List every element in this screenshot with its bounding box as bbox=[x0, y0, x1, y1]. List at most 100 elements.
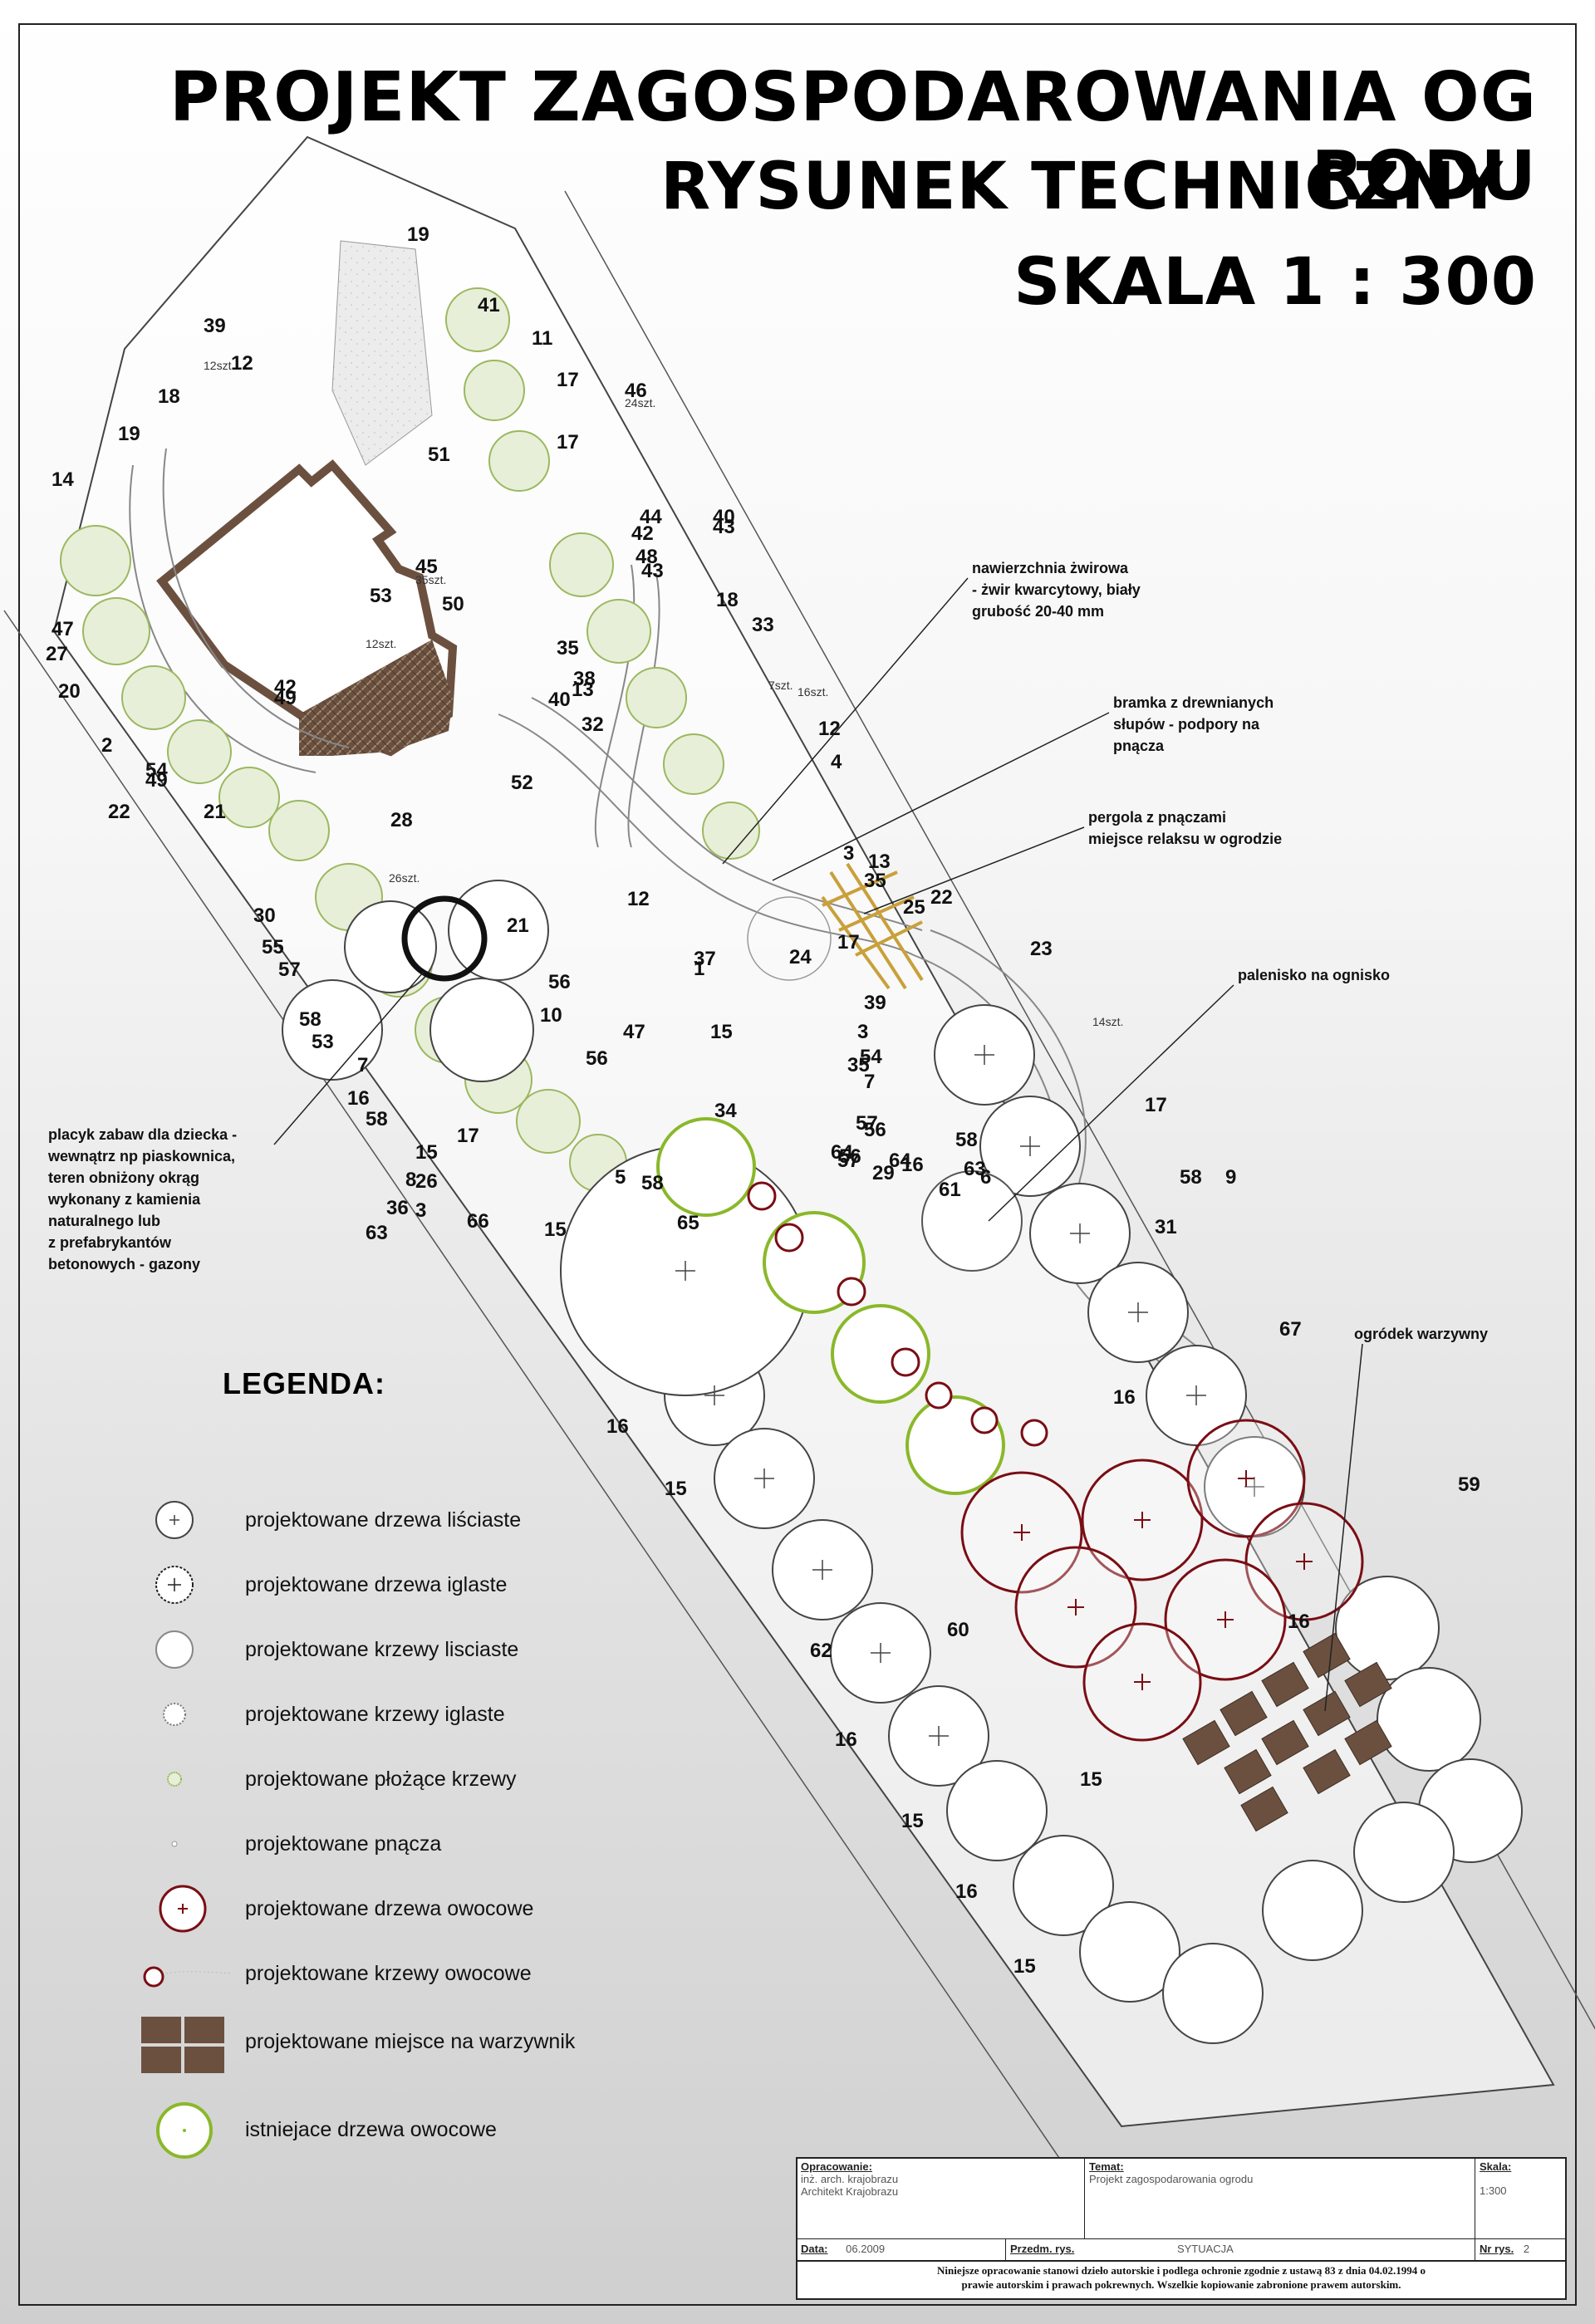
existing-fruit-tree-icon bbox=[156, 2102, 213, 2159]
conifer-tree-icon bbox=[155, 1566, 194, 1604]
plant-number-label: 51 bbox=[428, 444, 450, 466]
svg-text:palenisko na ognisko: palenisko na ognisko bbox=[1238, 967, 1390, 983]
plant-number-label: 36 bbox=[386, 1197, 409, 1219]
svg-text:- żwir kwarcytowy, biały: - żwir kwarcytowy, biały bbox=[972, 581, 1141, 598]
deciduous-shrub-icon bbox=[155, 1630, 194, 1669]
plant-number-label: 15 bbox=[1013, 1955, 1036, 1978]
drawing-title: PROJEKT ZAGOSPODAROWANIA OG RODU bbox=[169, 58, 1537, 216]
plant-number-label: 58 bbox=[366, 1108, 388, 1130]
drawing-frame bbox=[18, 23, 1577, 2306]
plant-number-label: 12szt. bbox=[366, 637, 396, 650]
annotation-vegetables: ogródek warzywny bbox=[1324, 1326, 1488, 1712]
plant-number-label: 27 bbox=[46, 643, 68, 665]
date: Data: 06.2009 bbox=[801, 2243, 886, 2255]
plant-number-label: 17 bbox=[457, 1125, 479, 1147]
legend-item-conifer-tree: projektowane drzewa iglaste bbox=[133, 1560, 714, 1610]
plant-number-label: 55 bbox=[262, 936, 284, 959]
plant-number-label: 6 bbox=[980, 1166, 991, 1189]
fruit-shrub-icon bbox=[143, 1966, 233, 1988]
plant-number-label: 2 bbox=[101, 734, 112, 757]
plant-number-label: 62 bbox=[810, 1640, 832, 1662]
plant-number-label: 19 bbox=[407, 223, 429, 246]
plant-number-label: 14 bbox=[52, 468, 74, 491]
plant-number-label: 54 bbox=[145, 759, 168, 782]
plant-number-label: 47 bbox=[52, 618, 74, 640]
plant-number-label: 31 bbox=[1155, 1216, 1177, 1238]
plant-number-label: 44 bbox=[640, 506, 662, 528]
plant-number-label: 35 bbox=[847, 1054, 870, 1076]
title-block: Opracowanie: inż. arch. krajobrazu Archi… bbox=[796, 2157, 1567, 2300]
plant-number-label: 59 bbox=[1458, 1473, 1480, 1496]
svg-text:pergola z pnączami: pergola z pnączami bbox=[1088, 809, 1226, 826]
annotation-firepit: palenisko na ognisko bbox=[988, 967, 1390, 1222]
svg-text:słupów - podpory na: słupów - podpory na bbox=[1113, 716, 1260, 733]
scale: Skala: 1:300 bbox=[1480, 2160, 1512, 2197]
plant-number-label: 23 bbox=[1030, 938, 1053, 960]
drawing-subject: Przedm. rys. SYTUACJA bbox=[1010, 2243, 1234, 2255]
plant-number-label: 66 bbox=[467, 1210, 489, 1233]
plant-number-label: 67 bbox=[1279, 1318, 1302, 1341]
plant-number-label: 64 bbox=[831, 1141, 853, 1164]
legend-item-conifer-shrub: projektowane krzewy iglaste bbox=[133, 1689, 714, 1739]
svg-text:betonowych - gazony: betonowych - gazony bbox=[48, 1256, 200, 1272]
svg-text:wewnątrz np piaskownica,: wewnątrz np piaskownica, bbox=[47, 1148, 235, 1164]
plant-number-label: 16 bbox=[901, 1154, 924, 1176]
plant-number-label: 16 bbox=[606, 1415, 629, 1438]
legend-title: LEGENDA: bbox=[223, 1366, 385, 1400]
plant-number-label: 3 bbox=[843, 842, 854, 865]
svg-text:pnącza: pnącza bbox=[1113, 738, 1165, 754]
plant-number-label: 43 bbox=[641, 560, 664, 582]
plant-number-label: 12szt. bbox=[204, 359, 234, 372]
creeping-shrub-icon bbox=[167, 1772, 182, 1787]
plant-number-label: 35 bbox=[557, 637, 579, 659]
plant-number-label: 57 bbox=[856, 1112, 878, 1135]
plant-number-label: 21 bbox=[507, 914, 529, 937]
plant-number-label: 57 bbox=[837, 1150, 860, 1172]
svg-text:z prefabrykantów: z prefabrykantów bbox=[48, 1234, 172, 1251]
plant-number-label: 42 bbox=[274, 676, 297, 699]
plant-number-label: 3 bbox=[857, 1021, 868, 1043]
plant-number-label: 15 bbox=[901, 1810, 924, 1832]
plant-number-label: 12 bbox=[231, 352, 253, 375]
plant-number-label: 18 bbox=[158, 385, 180, 408]
svg-text:grubość 20-40 mm: grubość 20-40 mm bbox=[972, 603, 1104, 620]
topic: Temat: Projekt zagospodarowania ogrodu bbox=[1089, 2160, 1254, 2185]
legend-item-existing-fruit-tree: istniejace drzewa owocowe bbox=[133, 2093, 714, 2168]
plant-number-label: 47 bbox=[623, 1021, 645, 1043]
plant-number-label: 58 bbox=[641, 1172, 664, 1194]
plant-number-label: 56 bbox=[839, 1145, 861, 1168]
plant-number-label: 15 bbox=[415, 1141, 438, 1164]
plant-number-label: 64 bbox=[889, 1150, 911, 1172]
plant-number-label: 40 bbox=[713, 506, 735, 528]
legend-item-deciduous-tree: projektowane drzewa liściaste bbox=[133, 1495, 714, 1545]
plant-number-label: 16szt. bbox=[798, 685, 828, 699]
plant-number-label: 24szt. bbox=[625, 396, 655, 409]
plant-number-label: 29 bbox=[872, 1162, 895, 1184]
plant-number-label: 12 bbox=[818, 718, 841, 740]
playground-circle bbox=[401, 895, 488, 982]
plant-number-label: 58 bbox=[1180, 1166, 1202, 1189]
fruit-tree-icon bbox=[159, 1885, 207, 1933]
legend-item-fruit-tree: projektowane drzewa owocowe bbox=[133, 1884, 714, 1934]
plant-number-label: 46 bbox=[625, 380, 647, 402]
plot-outline bbox=[3, 135, 1595, 2177]
plant-number-label: 41 bbox=[478, 294, 500, 316]
plant-number-label: 58 bbox=[299, 1008, 321, 1031]
deciduous-tree-icon bbox=[155, 1501, 194, 1539]
annotation-gate: bramka z drewnianych słupów - podpory na… bbox=[772, 694, 1274, 881]
plant-number-label: 20 bbox=[58, 680, 81, 703]
plant-number-label: 16 bbox=[835, 1728, 857, 1751]
plant-number-label: 43 bbox=[713, 516, 735, 538]
prepared-by: Opracowanie: inż. arch. krajobrazu Archi… bbox=[801, 2160, 899, 2198]
conifer-shrub-icon bbox=[163, 1703, 186, 1726]
plant-number-label: 5 bbox=[615, 1166, 626, 1189]
plant-number-label: 52 bbox=[511, 772, 533, 794]
pergola bbox=[747, 862, 924, 990]
plant-number-label: 49 bbox=[274, 687, 297, 709]
plant-number-label: 56 bbox=[586, 1047, 608, 1070]
fruit-shrubs bbox=[747, 1181, 1048, 1447]
svg-text:bramka z drewnianych: bramka z drewnianych bbox=[1113, 694, 1274, 711]
plant-number-label: 1 bbox=[694, 958, 704, 980]
svg-text:naturalnego lub: naturalnego lub bbox=[48, 1213, 160, 1229]
